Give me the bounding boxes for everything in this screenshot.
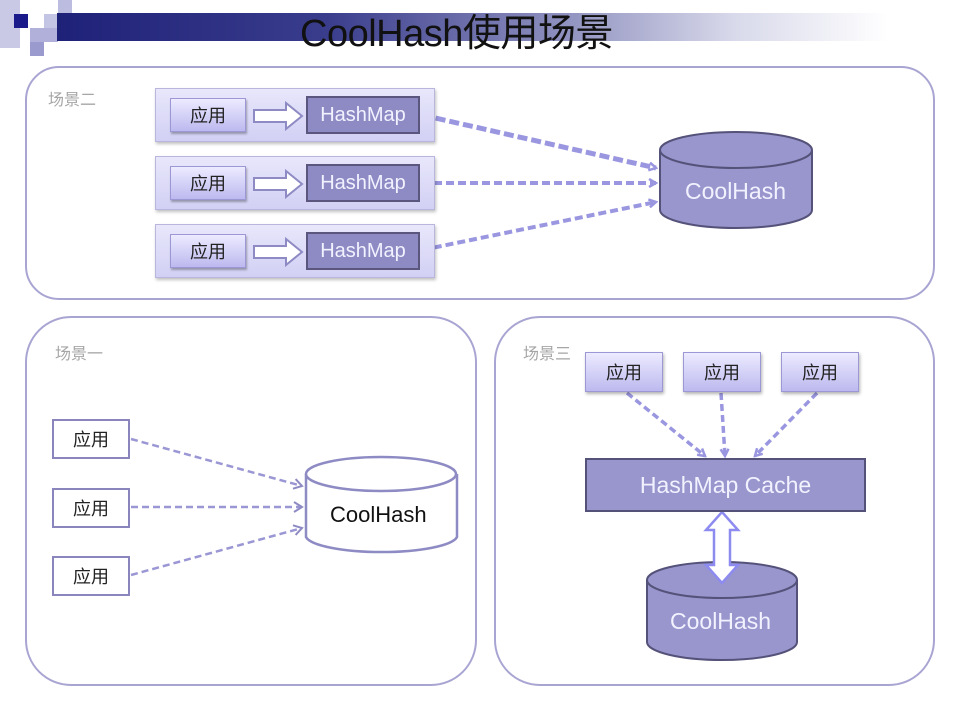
scenario2-row: 应用 HashMap xyxy=(155,88,435,142)
scenario2-arrows xyxy=(421,112,656,252)
scenario1-label: 场景一 xyxy=(55,344,104,363)
right-arrow-icon xyxy=(253,237,304,267)
hashmap-box: HashMap xyxy=(306,164,420,202)
scenario1-db-cylinder xyxy=(304,455,459,554)
scenario1-app-box: 应用 xyxy=(52,419,130,459)
scenario1-db-label: CoolHash xyxy=(330,502,427,527)
right-arrow-icon xyxy=(253,101,304,131)
scenario2-db-label: CoolHash xyxy=(685,178,786,204)
scenario1-app-box: 应用 xyxy=(52,556,130,596)
arrow-row1 xyxy=(421,112,656,168)
app-box: 应用 xyxy=(170,234,246,268)
app-box: 应用 xyxy=(170,166,246,200)
scenario2-row: 应用 HashMap xyxy=(155,224,435,278)
right-arrow-icon xyxy=(253,169,304,199)
scenario1-app-box: 应用 xyxy=(52,488,130,528)
hashmap-box: HashMap xyxy=(306,232,420,270)
arrow-row3 xyxy=(421,202,656,252)
scenario3-arrows xyxy=(625,391,819,456)
scenario2-db-cylinder xyxy=(659,131,813,229)
scenario2-label: 场景二 xyxy=(48,90,97,109)
hashmap-cache-box: HashMap Cache xyxy=(585,458,866,512)
scenario3-db-label: CoolHash xyxy=(670,608,771,634)
scenario2-row: 应用 HashMap xyxy=(155,156,435,210)
app-box: 应用 xyxy=(170,98,246,132)
scenario3-label: 场景三 xyxy=(523,344,572,363)
scenario3-app-box: 应用 xyxy=(585,352,663,392)
scenario3-app-box: 应用 xyxy=(781,352,859,392)
page-title: CoolHash使用场景 xyxy=(300,13,613,55)
scenario1-arrows xyxy=(130,437,304,577)
hashmap-box: HashMap xyxy=(306,96,420,134)
scenario3-app-box: 应用 xyxy=(683,352,761,392)
bidirectional-arrow-icon xyxy=(703,510,741,585)
